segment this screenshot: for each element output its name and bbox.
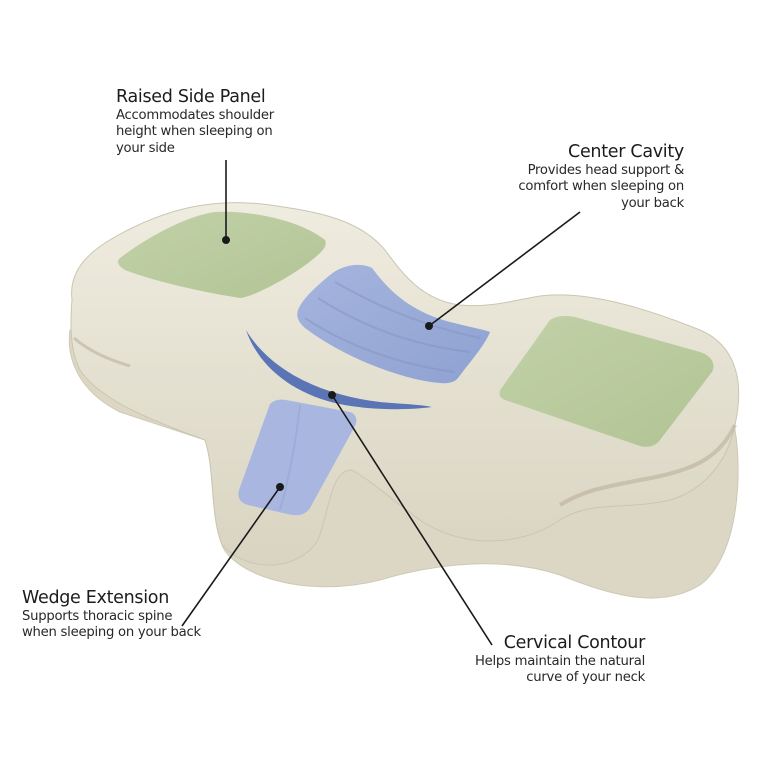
label-desc-line: your side [116,140,175,156]
label-desc-line: Supports thoracic spine [22,609,173,625]
label-raised-side-panel: Raised Side Panel Accommodates shoulder … [116,87,274,157]
label-desc-line: Accommodates shoulder [116,108,274,124]
pointer-dot-cervical-contour [327,390,336,399]
cervical-contour-band [246,330,432,410]
label-desc-line: Provides head support & [527,163,685,179]
label-desc-line: comfort when sleeping on [518,179,684,195]
label-desc-line: when sleeping on your back [22,625,201,641]
leader-wedge-extension [181,486,281,627]
pillow-seam-right [558,424,737,507]
pillow-seam-left [73,336,131,368]
center-cavity-panel [297,264,490,384]
raised-side-panel-left [117,211,326,298]
label-desc-line: height when sleeping on [116,124,273,140]
label-wedge-extension: Wedge Extension Supports thoracic spine … [22,588,201,642]
label-cervical-contour: Cervical Contour Helps maintain the natu… [475,633,645,687]
label-title: Raised Side Panel [116,87,266,107]
label-title: Cervical Contour [503,633,646,653]
label-desc-line: your back [621,195,684,211]
label-desc-line: Helps maintain the natural [474,654,645,670]
label-title: Wedge Extension [22,588,170,608]
raised-side-panel-right [499,316,714,447]
leader-cervical-contour [331,394,493,646]
label-desc-line: curve of your neck [526,670,645,686]
label-title: Center Cavity [568,142,684,162]
leader-center-cavity [428,211,581,327]
pointer-dot-center-cavity [424,321,433,330]
label-center-cavity: Center Cavity Provides head support & co… [518,142,684,212]
wedge-extension-panel [238,399,357,516]
pointer-dot-wedge-extension [275,482,284,491]
pointer-dot-raised-side-panel [222,236,231,245]
leader-lines [181,160,581,646]
